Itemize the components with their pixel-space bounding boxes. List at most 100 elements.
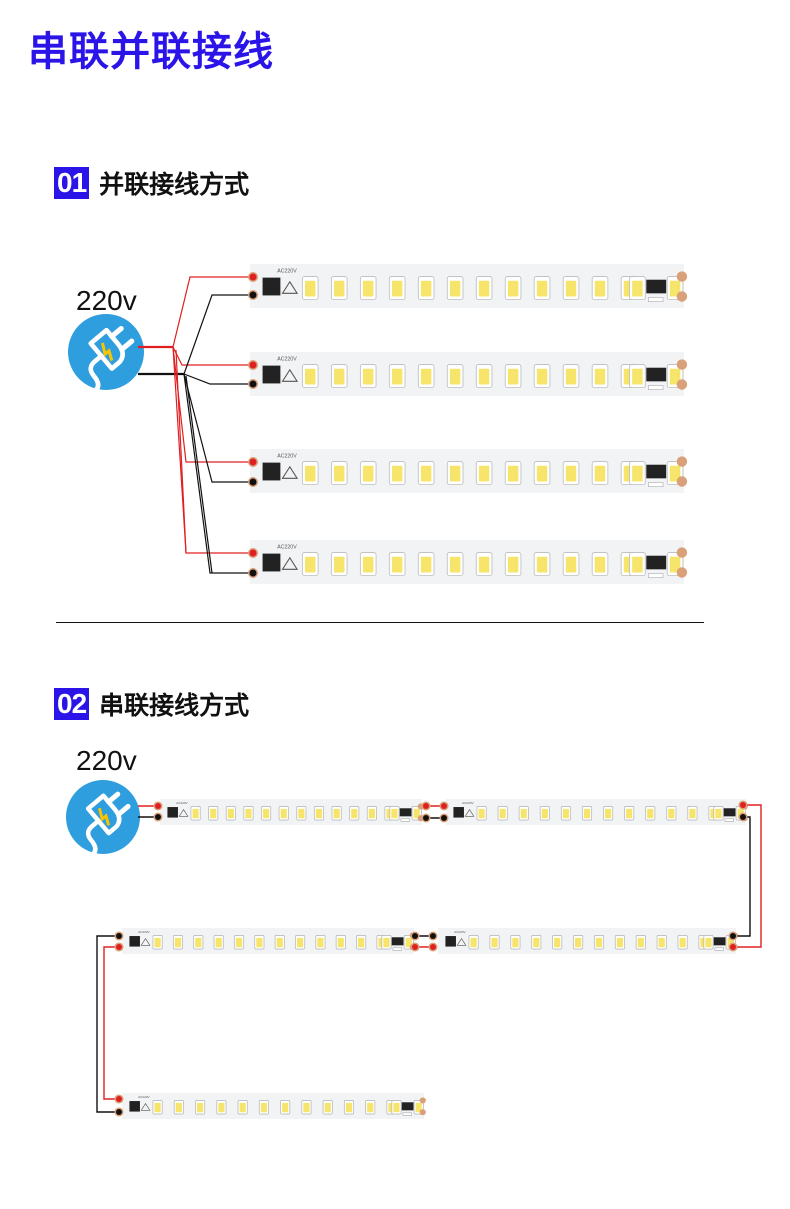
wire-neutral [183,373,250,483]
led-emitter [491,937,498,948]
terminal-neutral [249,569,257,577]
led-emitter [520,808,527,819]
led-emitter [282,1102,289,1113]
led-emitter [626,808,633,819]
solder-pad [419,1097,426,1104]
led-emitter [470,937,477,948]
led-strip: AC220V [160,799,424,825]
chip-label [648,297,664,302]
warning-triangle-icon [140,937,151,946]
led-emitter [362,368,374,385]
wire-neutral [183,294,250,375]
led-emitter [478,556,490,573]
led-emitter [415,1102,422,1113]
led-emitter [317,937,324,948]
led-emitter [358,937,365,948]
wire-live [172,346,250,366]
strip-pcb [250,540,684,584]
led-emitter [383,937,390,948]
terminal-live [249,361,257,369]
led-emitter [668,808,675,819]
warning-triangle-icon [281,556,299,570]
chip-label [648,573,664,578]
led-emitter [391,280,403,297]
terminal-live [155,803,161,809]
led-emitter [391,368,403,385]
led-emitter [594,556,606,573]
led-emitter [637,937,644,948]
strip-pcb [250,449,684,493]
led-emitter [197,1102,204,1113]
led-emitter [507,368,519,385]
plug-glyph [76,791,131,860]
voltage-label: 220v [76,285,137,316]
wire-neutral [183,373,250,574]
driver-chip-icon [262,277,281,296]
led-emitter [727,937,734,948]
led-emitter [405,937,412,948]
led-strip: AC220V [250,540,688,584]
warning-triangle-icon [281,465,299,479]
terminal-live [249,549,257,557]
terminal-neutral [412,933,418,939]
led-emitter [565,368,577,385]
led-emitter [554,937,561,948]
chip-label [648,385,664,390]
led-emitter [368,808,375,819]
led-emitter [536,556,548,573]
led-emitter [333,808,340,819]
divider [56,622,704,623]
led-emitter [536,368,548,385]
terminal-live [116,944,122,950]
led-emitter [333,280,345,297]
warning-triangle-icon [281,280,299,294]
led-emitter [174,937,182,948]
led-emitter [507,556,519,573]
strip-pcb [438,928,736,954]
strip-label: AC220V [277,453,297,459]
solder-pad [676,271,688,282]
led-strip: AC220V [122,1093,426,1119]
led-emitter [420,465,432,482]
terminal-live [441,803,447,809]
led-emitter [154,1102,161,1113]
plug-prong [109,325,124,340]
led-emitter [632,465,643,482]
driver-chip-icon [129,936,140,947]
led-emitter [647,808,654,819]
plug-body [85,793,122,836]
chip-label [714,947,724,951]
chip-label [392,947,402,951]
led-strip: AC220V [446,799,748,825]
led-strip: AC220V [250,449,688,493]
plug-prong [119,338,135,352]
led-emitter [276,937,283,948]
section-header-parallel: 01 并联接线方式 [54,165,249,201]
led-emitter [215,937,222,948]
led-emitter [413,808,420,819]
led-emitter [478,465,490,482]
led-emitter [420,368,432,385]
led-emitter [478,280,490,297]
led-emitter [305,368,316,385]
chip-label [724,818,734,822]
wire-neutral [733,816,751,937]
regulator-chip-icon [399,808,412,817]
section-number: 02 [54,688,90,720]
led-emitter [669,556,681,573]
led-emitter [449,368,461,385]
led-emitter [218,1102,225,1113]
lightning-bolt-icon [100,342,114,361]
strip-pcb [122,1093,424,1119]
led-emitter [478,368,490,385]
terminal-neutral [249,478,257,486]
strip-label: AC220V [138,930,150,934]
driver-chip-icon [262,365,281,384]
terminal-live [430,944,436,950]
led-emitter [616,937,623,948]
terminal-neutral [116,1109,122,1115]
driver-chip-icon [445,936,456,947]
